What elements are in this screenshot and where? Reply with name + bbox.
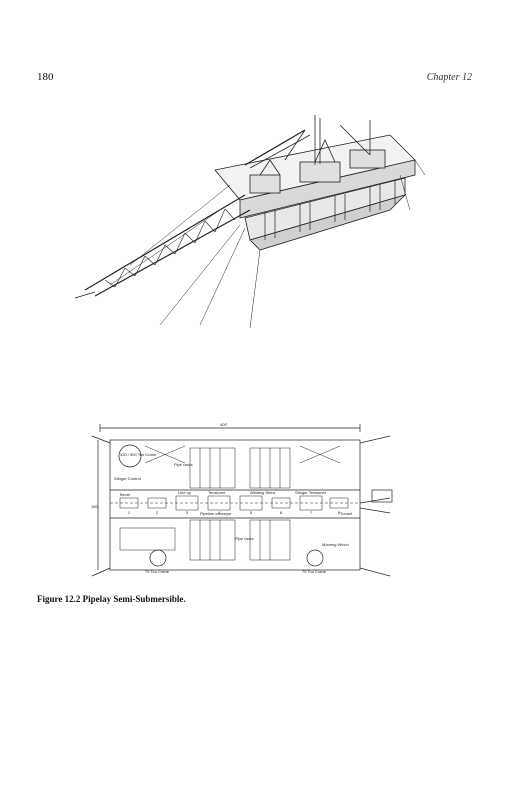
- mooring-winch-label: Mooring Winch: [322, 542, 349, 547]
- semi-submersible-perspective-illustration: [74, 115, 426, 329]
- station-number-5: 5: [250, 510, 253, 515]
- running-head: Chapter 12: [426, 72, 472, 83]
- stinger-control-label: Stinger Control: [114, 476, 141, 481]
- crane-75-label-right: 75 Ton Crane: [302, 569, 327, 574]
- station-number-3: 3: [186, 510, 189, 515]
- overall-length-label: 400': [220, 422, 228, 427]
- main-crane-label: 330 / 500 Ton Crane: [120, 452, 157, 457]
- page-number: 180: [37, 71, 54, 83]
- tunnel-label: Tunnel: [340, 511, 352, 516]
- line-up-label: Line up: [178, 490, 192, 495]
- tensioner-label: Tensioner: [208, 490, 226, 495]
- station-number-7: 7: [310, 510, 313, 515]
- crane-75-label-left: 75 Ton Crane: [145, 569, 170, 574]
- welding-shed-label: Welding Shed: [250, 490, 275, 495]
- station-number-4: 4: [218, 510, 221, 515]
- station-number-8: 8: [338, 510, 341, 515]
- main-crane-symbol: [118, 444, 142, 468]
- figure-caption: Figure 12.2 Pipelay Semi-Submersible.: [37, 594, 186, 604]
- pipeline-conveyor-label: Pipeline conveyor: [200, 511, 232, 516]
- station-number-6: 6: [280, 510, 283, 515]
- bevel-label: Bevel: [120, 492, 130, 497]
- beam-label: 150': [91, 504, 99, 509]
- station-number-1: 1: [128, 510, 131, 515]
- pipe-racks-bottom-label: Pipe racks: [235, 536, 254, 541]
- pipe-racks-top-label: Pipe racks: [174, 462, 193, 467]
- semi-submersible-plan-view: 400' 150' 330 / 500 Ton Crane Stinger Co…: [91, 422, 393, 577]
- stinger-tensioner-label: Stinger Tensioner: [295, 490, 327, 495]
- station-number-2: 2: [156, 510, 159, 515]
